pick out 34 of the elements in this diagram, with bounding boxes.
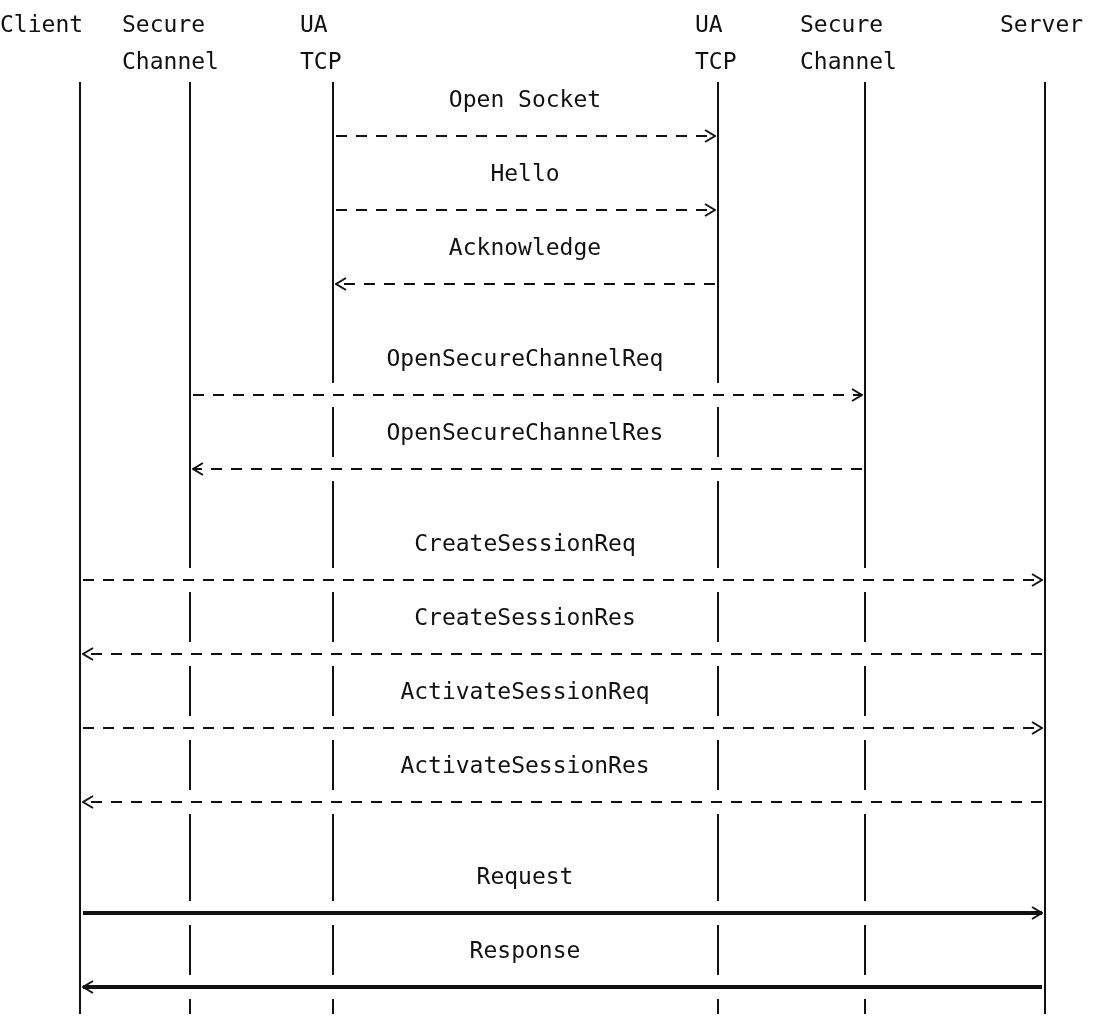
message-arrow [82, 721, 1043, 735]
lifeline [715, 82, 721, 1014]
participant-name: Server [1000, 10, 1085, 39]
message-arrow [335, 129, 716, 143]
participant-name: UA TCP [300, 10, 343, 76]
message-label: CreateSessionReq [414, 529, 636, 558]
message-label: Hello [490, 159, 560, 188]
participant-name: Secure Channel [800, 10, 898, 76]
message-arrow [83, 906, 1043, 920]
message-arrow [82, 980, 1042, 994]
message-arrow [192, 462, 863, 476]
message-arrow [192, 388, 863, 402]
message-label: Response [469, 936, 581, 965]
lifeline [862, 82, 868, 1014]
message-arrow [82, 795, 1043, 809]
message-arrow [335, 277, 716, 291]
lifeline [330, 82, 336, 1014]
message-label: ActivateSessionReq [400, 677, 650, 706]
message-label: Acknowledge [448, 233, 602, 262]
lifeline [187, 82, 193, 1014]
participant-name: UA TCP [695, 10, 738, 76]
message-label: ActivateSessionRes [400, 751, 650, 780]
participant-name: Secure Channel [122, 10, 220, 76]
message-label: Open Socket [448, 85, 602, 114]
message-label: Request [476, 862, 574, 891]
participant-name: Client [0, 10, 85, 39]
message-arrow [335, 203, 716, 217]
message-arrow [82, 647, 1043, 661]
lifeline [1042, 82, 1048, 1014]
message-label: OpenSecureChannelRes [386, 418, 664, 447]
lifeline [77, 82, 83, 1014]
message-arrow [82, 573, 1043, 587]
message-label: CreateSessionRes [414, 603, 636, 632]
message-label: OpenSecureChannelReq [386, 344, 664, 373]
